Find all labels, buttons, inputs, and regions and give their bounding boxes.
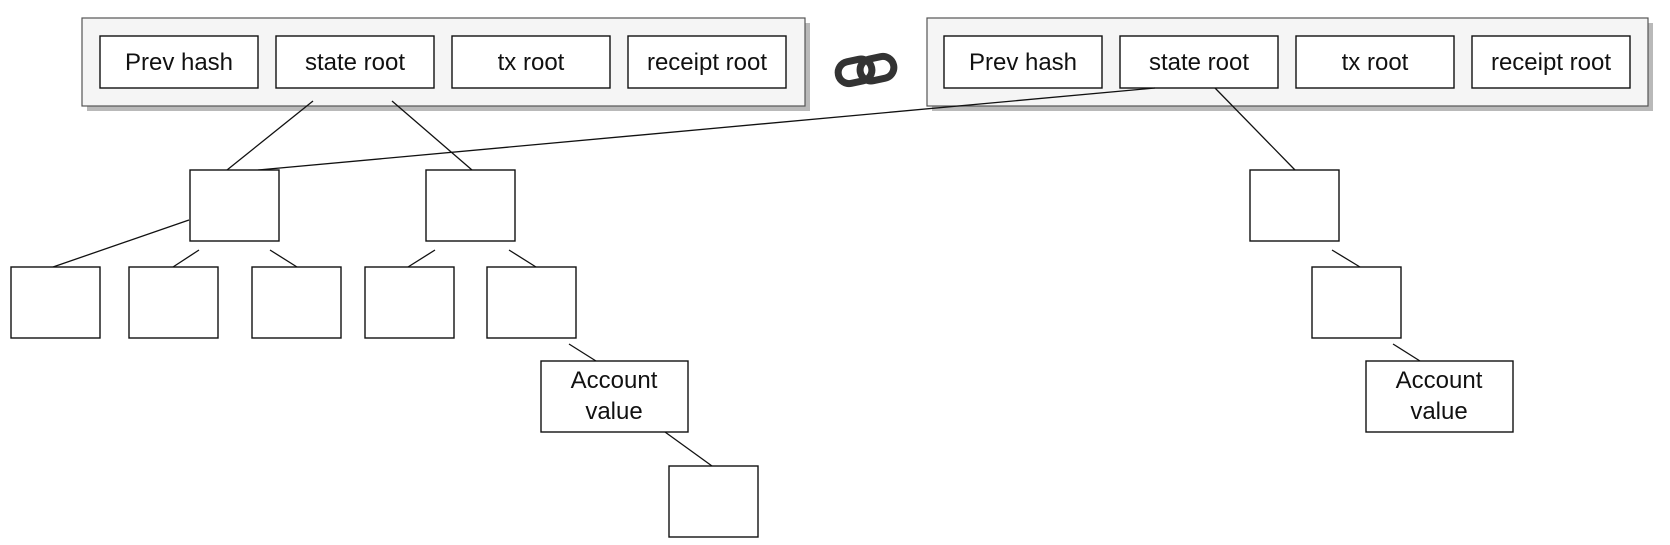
block2-state-root-field xyxy=(1119,35,1279,89)
account-value-1-line2: value xyxy=(585,398,642,425)
edge-block1-root-to-node-a xyxy=(226,100,314,171)
trie-edges xyxy=(52,87,1421,467)
edge-node-d-to-account-value xyxy=(1392,343,1421,362)
trie-node-b xyxy=(425,169,516,242)
chain-link-icon xyxy=(834,52,898,88)
trie-node-c xyxy=(1249,169,1340,242)
block2-receipt-root-field xyxy=(1471,35,1631,89)
block2-prev-hash-label: Prev hash xyxy=(969,49,1077,76)
trie-leaf-4 xyxy=(364,266,455,339)
edge-account-value-to-storage xyxy=(664,431,713,467)
account-value-node-2 xyxy=(1365,360,1514,433)
trie-leaf-3 xyxy=(251,266,342,339)
edge-node-a-to-leaf-2 xyxy=(172,249,200,268)
edge-node-b-to-leaf-4 xyxy=(407,249,436,268)
block2-tx-root-label: tx root xyxy=(1342,49,1409,76)
block2-tx-root-field xyxy=(1295,35,1455,89)
block1-state-root-field xyxy=(275,35,435,89)
storage-node xyxy=(668,465,759,538)
account-value-node-1 xyxy=(540,360,689,433)
block1-state-root-label: state root xyxy=(305,49,405,76)
block2-state-root-label: state root xyxy=(1149,49,1249,76)
block2-receipt-root-label: receipt root xyxy=(1491,49,1611,76)
trie-leaf-5 xyxy=(486,266,577,339)
block1-receipt-root-field xyxy=(627,35,787,89)
edge-block2-root-to-node-a xyxy=(257,87,1156,171)
trie-node-d xyxy=(1311,266,1402,339)
trie-nodes: Account value Account value xyxy=(10,169,1514,538)
block1-prev-hash-label: Prev hash xyxy=(125,49,233,76)
trie-node-a xyxy=(189,169,280,242)
edge-node-a-to-leaf-3 xyxy=(269,249,298,268)
block-header-2: Prev hash state root tx root receipt roo… xyxy=(926,17,1653,111)
block-header-1: Prev hash state root tx root receipt roo… xyxy=(81,17,810,111)
edge-node-b-to-leaf-5 xyxy=(508,249,537,268)
block1-tx-root-label: tx root xyxy=(498,49,565,76)
account-value-2-line2: value xyxy=(1410,398,1467,425)
trie-leaf-2 xyxy=(128,266,219,339)
block1-receipt-root-label: receipt root xyxy=(647,49,767,76)
edge-node-a-to-leaf-1 xyxy=(52,219,190,268)
account-value-2-line1: Account xyxy=(1396,367,1483,394)
edge-leaf-5-to-account-value xyxy=(568,343,597,362)
block1-prev-hash-field xyxy=(99,35,259,89)
account-value-1-line1: Account xyxy=(571,367,658,394)
edge-node-c-to-node-d xyxy=(1331,249,1361,268)
edge-block1-root-to-node-b xyxy=(391,100,473,171)
edge-block2-root-to-node-c xyxy=(1214,87,1296,171)
block1-tx-root-field xyxy=(451,35,611,89)
block2-prev-hash-field xyxy=(943,35,1103,89)
trie-leaf-1 xyxy=(10,266,101,339)
